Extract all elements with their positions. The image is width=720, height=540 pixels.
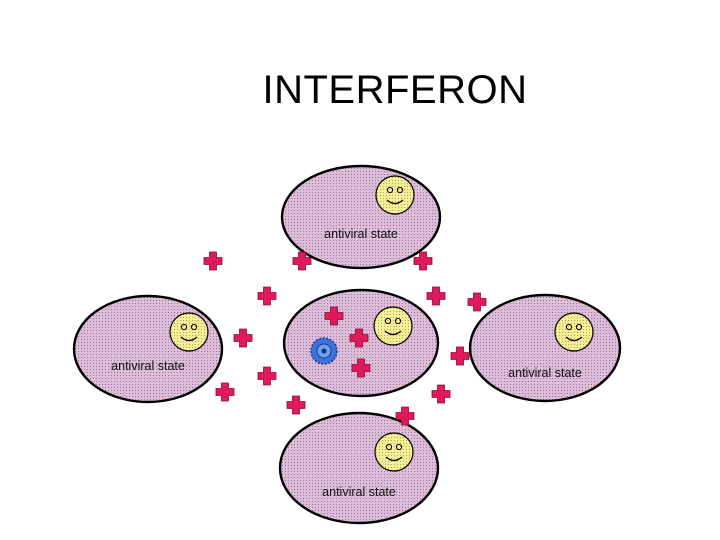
cell-bottom: antiviral state	[278, 411, 440, 525]
plus-cross-icon	[215, 382, 235, 402]
plus-cross-icon	[233, 328, 253, 348]
smiley-nucleus-icon	[374, 432, 414, 472]
plus-cross-icon	[431, 384, 451, 404]
slide-title: INTERFERON	[262, 68, 528, 112]
plus-cross-icon	[426, 286, 446, 306]
cell-right: antiviral state	[468, 293, 622, 403]
plus-cross-icon	[467, 292, 487, 312]
smiley-nucleus-icon	[169, 312, 209, 352]
cell-label-bottom: antiviral state	[322, 485, 396, 499]
plus-cross-icon	[413, 251, 433, 271]
cell-label-top: antiviral state	[324, 227, 398, 241]
cell-left: antiviral state	[72, 294, 224, 404]
plus-cross-icon	[203, 251, 223, 271]
plus-cross-icon	[286, 395, 306, 415]
virus-particle-icon	[310, 337, 338, 365]
cell-top: antiviral state	[280, 164, 442, 270]
plus-cross-icon	[450, 346, 470, 366]
plus-cross-icon	[257, 366, 277, 386]
plus-cross-icon	[257, 286, 277, 306]
smiley-nucleus-icon	[554, 312, 594, 352]
cell-label-left: antiviral state	[111, 359, 185, 373]
smiley-nucleus-icon	[373, 306, 413, 346]
cell-label-right: antiviral state	[508, 366, 582, 380]
smiley-nucleus-icon	[375, 175, 415, 215]
